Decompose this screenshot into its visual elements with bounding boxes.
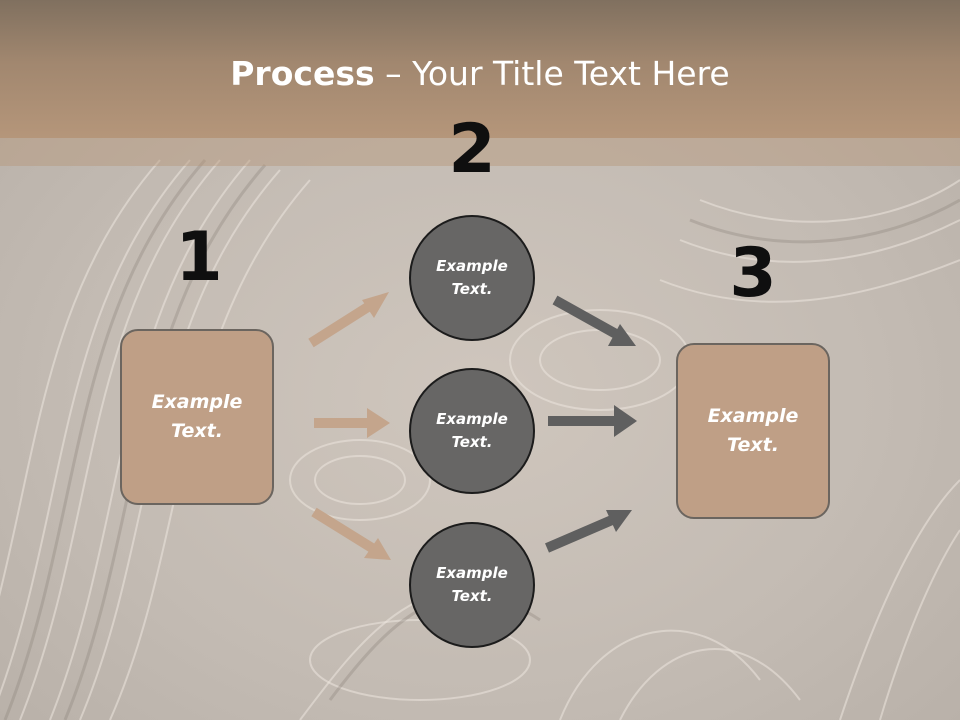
circle-top-text: Example Text. <box>436 257 508 298</box>
slide-title-bold: Process <box>230 54 375 93</box>
arrow-to-bottom-circle <box>311 507 391 560</box>
step-3-box: Example Text. <box>676 343 830 519</box>
step-number-1: 1 <box>175 218 223 297</box>
step-2-circle-bottom: Example Text. <box>409 522 535 648</box>
arrow-to-top-circle <box>308 292 389 348</box>
circle-bottom-text: Example Text. <box>436 564 508 605</box>
slide-title: Process – Your Title Text Here <box>0 52 960 96</box>
step-1-box: Example Text. <box>120 329 274 505</box>
slide-title-rest: – Your Title Text Here <box>374 54 730 93</box>
arrow-from-top-circle <box>552 295 636 346</box>
arrow-from-bottom-circle <box>545 510 632 553</box>
title-banner <box>0 0 960 138</box>
arrow-to-middle-circle <box>314 408 390 438</box>
step-2-circle-middle: Example Text. <box>409 368 535 494</box>
title-banner-strip <box>0 138 960 166</box>
step-number-2: 2 <box>448 110 496 189</box>
step-number-3: 3 <box>729 234 777 313</box>
step-1-text: Example Text. <box>151 391 243 442</box>
step-2-circle-top: Example Text. <box>409 215 535 341</box>
arrow-from-middle-circle <box>548 405 637 437</box>
step-3-text: Example Text. <box>707 405 799 456</box>
circle-middle-text: Example Text. <box>436 410 508 451</box>
